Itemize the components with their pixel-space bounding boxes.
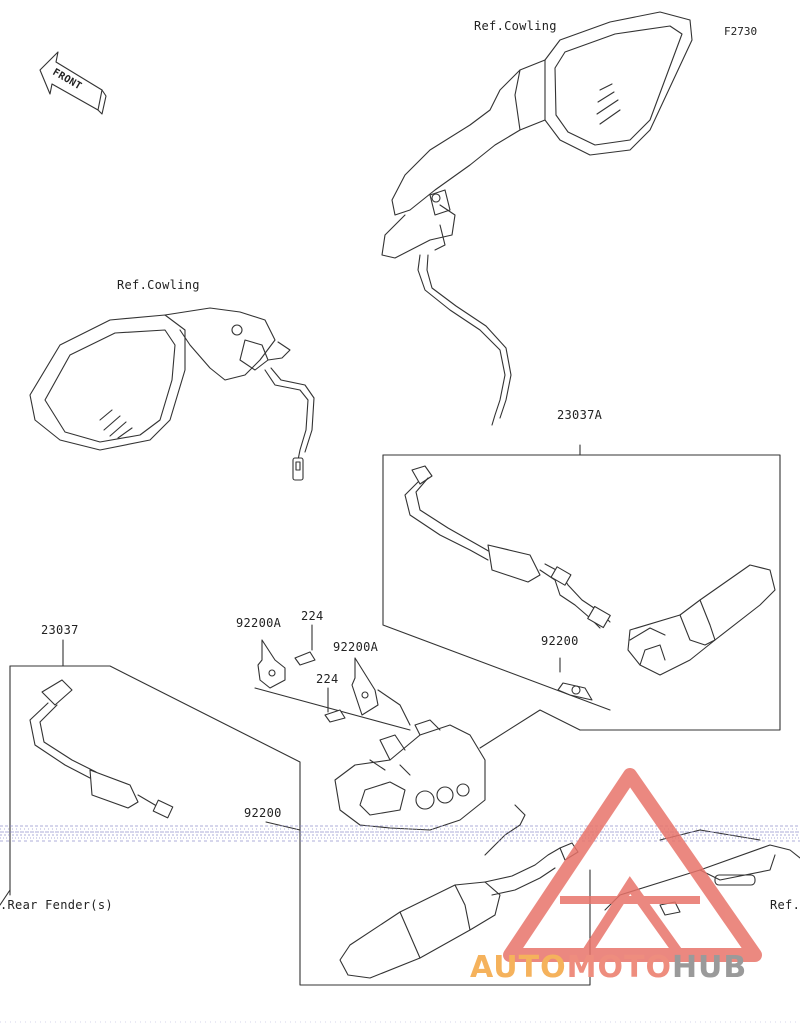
turn-signal-left-harness xyxy=(29,679,174,819)
bolt-224-mid xyxy=(324,687,346,723)
label-part-23037: 23037 xyxy=(41,623,79,637)
watermark-part3: HUB xyxy=(671,950,748,985)
label-part-92200-right: 92200 xyxy=(541,634,579,648)
label-ref-rear-fender: .Rear Fender(s) xyxy=(0,898,113,912)
watermark-logo-icon xyxy=(503,768,762,962)
label-part-92200A-left: 92200A xyxy=(236,616,282,630)
label-ref-cowling-left: Ref.Cowling xyxy=(117,278,200,292)
box-23037 xyxy=(9,639,591,986)
watermark-text: AUTOMOTOHUB xyxy=(470,950,747,985)
turn-signal-right xyxy=(404,465,776,676)
box-23037A xyxy=(382,444,781,749)
washer-92200-right xyxy=(557,657,593,701)
label-part-224-mid: 224 xyxy=(316,672,339,686)
figure-code: F2730 xyxy=(724,25,758,38)
watermark-part1: AUTO xyxy=(470,950,567,985)
turn-signal-left xyxy=(339,804,579,979)
right-mirror-assembly xyxy=(381,11,693,426)
front-arrow-icon xyxy=(39,51,107,115)
center-mount-bracket xyxy=(334,719,486,831)
label-ref-cowling-top: Ref.Cowling xyxy=(474,19,557,33)
leader-rear-fender xyxy=(0,889,11,906)
label-part-23037A: 23037A xyxy=(557,408,603,422)
bracket-92200A-mid xyxy=(351,657,411,726)
label-part-224-top: 224 xyxy=(301,609,324,623)
label-part-92200-left: 92200 xyxy=(244,806,282,820)
left-mirror-assembly xyxy=(29,307,315,481)
label-part-92200A-mid: 92200A xyxy=(333,640,379,654)
bracket-92200A-left xyxy=(254,639,411,731)
bolt-224-top xyxy=(294,624,316,666)
watermark-part2: MOTO xyxy=(566,950,672,985)
label-ref-right-cut: Ref. xyxy=(770,898,800,912)
